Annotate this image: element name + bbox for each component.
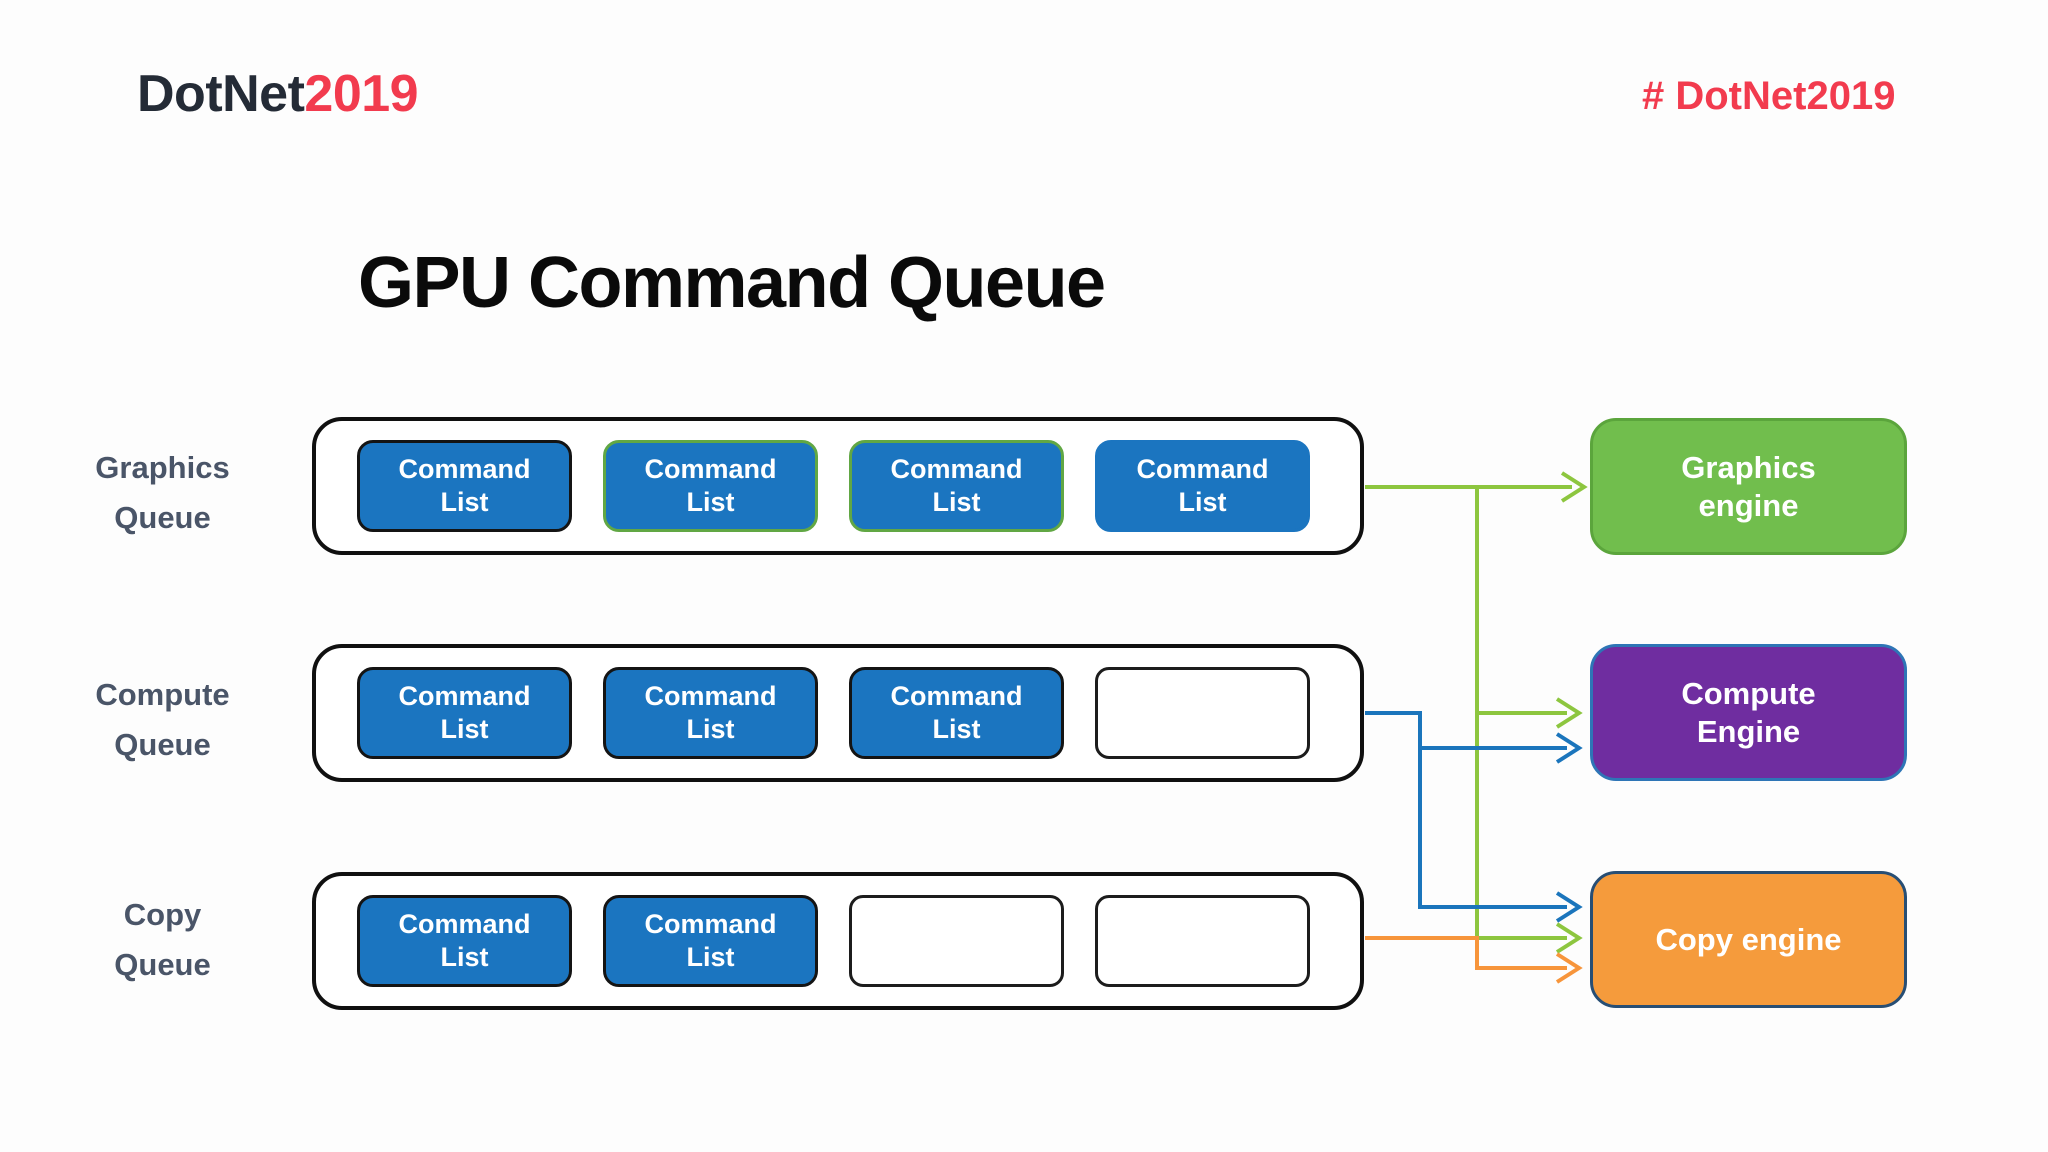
command-list-label-line: Command xyxy=(890,454,1023,484)
command-list-label-line: Command xyxy=(644,909,777,939)
copy-queue-label: Copy Queue xyxy=(55,890,270,990)
graphics-engine-label-line1: Graphics xyxy=(1681,449,1816,485)
copy-queue-label-line2: Queue xyxy=(114,947,211,982)
graphics-queue-label-line2: Queue xyxy=(114,500,211,535)
command-list-label-line: Command xyxy=(644,454,777,484)
command-list-label-line: List xyxy=(440,942,489,972)
command-list-label-line: List xyxy=(440,487,489,517)
green-arrowheads xyxy=(1555,471,1588,954)
command-list-label-line: Command xyxy=(398,909,531,939)
compute-queue-label: Compute Queue xyxy=(55,670,270,770)
blue-arrow-lines xyxy=(1365,711,1567,909)
copy-engine-box: Copy engine xyxy=(1590,871,1907,1008)
copy-queue-label-line1: Copy xyxy=(123,897,202,932)
compute-engine-label-line2: Engine xyxy=(1696,713,1801,749)
dotnet-logo: DotNet2019 xyxy=(137,64,419,124)
empty-command-slot xyxy=(1095,895,1310,987)
compute-engine-box: Compute Engine xyxy=(1590,644,1907,781)
command-list-label-line: Command xyxy=(1136,454,1269,484)
copy-engine-label-line1: Copy engine xyxy=(1655,921,1842,957)
command-list-label-line: Command xyxy=(644,681,777,711)
command-list-label-line: List xyxy=(932,714,981,744)
command-list-label-line: Command xyxy=(398,681,531,711)
command-list-label-line: List xyxy=(440,714,489,744)
blue-arrowheads xyxy=(1555,732,1583,923)
command-list-label-line: List xyxy=(1178,487,1227,517)
compute-engine-label-line1: Compute xyxy=(1681,675,1816,711)
orange-arrow-lines xyxy=(1365,936,1567,970)
command-list-label-line: Command xyxy=(398,454,531,484)
command-list-label-line: Command xyxy=(890,681,1023,711)
empty-command-slot xyxy=(1095,667,1310,759)
dotnet-logo-suffix: 2019 xyxy=(304,65,419,123)
compute-queue-label-line1: Compute xyxy=(95,677,230,712)
graphics-queue-label-line1: Graphics xyxy=(95,450,230,485)
event-hashtag: # DotNet2019 xyxy=(1642,74,1896,118)
command-list-label-line: List xyxy=(686,487,735,517)
empty-command-slot xyxy=(849,895,1064,987)
command-list-label-line: List xyxy=(932,487,981,517)
graphics-queue-label: Graphics Queue xyxy=(55,443,270,543)
graphics-engine-label-line2: engine xyxy=(1698,487,1799,523)
command-list-label-line: List xyxy=(686,714,735,744)
graphics-engine-box: Graphics engine xyxy=(1590,418,1907,555)
compute-queue-label-line2: Queue xyxy=(114,727,211,762)
command-list-label-line: List xyxy=(686,942,735,972)
orange-arrowheads xyxy=(1555,952,1583,984)
slide-title: GPU Command Queue xyxy=(358,243,1106,323)
dotnet-logo-prefix: DotNet xyxy=(137,65,305,123)
green-arrow-lines xyxy=(1365,485,1572,940)
